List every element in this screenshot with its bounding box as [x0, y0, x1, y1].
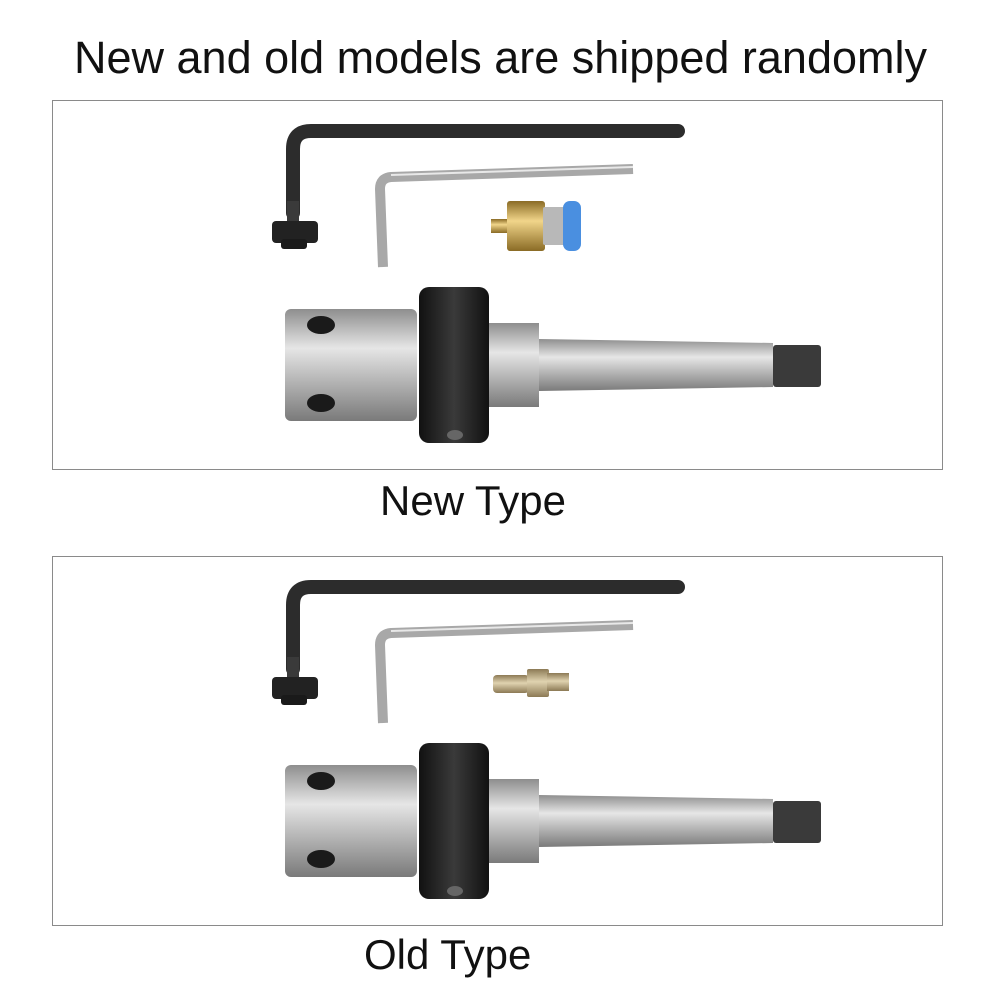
product-panel-old — [52, 556, 943, 926]
arbor-assembly — [285, 287, 821, 443]
brass-nozzle-fitting — [493, 669, 569, 697]
panel-label-new: New Type — [380, 477, 566, 524]
silver-hex-wrench — [375, 620, 634, 724]
product-photo-new — [272, 124, 821, 443]
headline: New and old models are shipped randomly — [74, 32, 927, 83]
product-panel-new — [52, 100, 943, 470]
push-connector-fitting — [491, 201, 581, 251]
product-photo-old — [272, 580, 821, 899]
dark-hex-wrench — [272, 124, 685, 249]
panel-label-old: Old Type — [364, 931, 532, 978]
dark-hex-wrench — [272, 580, 685, 705]
silver-hex-wrench — [375, 164, 634, 268]
arbor-assembly — [285, 743, 821, 899]
